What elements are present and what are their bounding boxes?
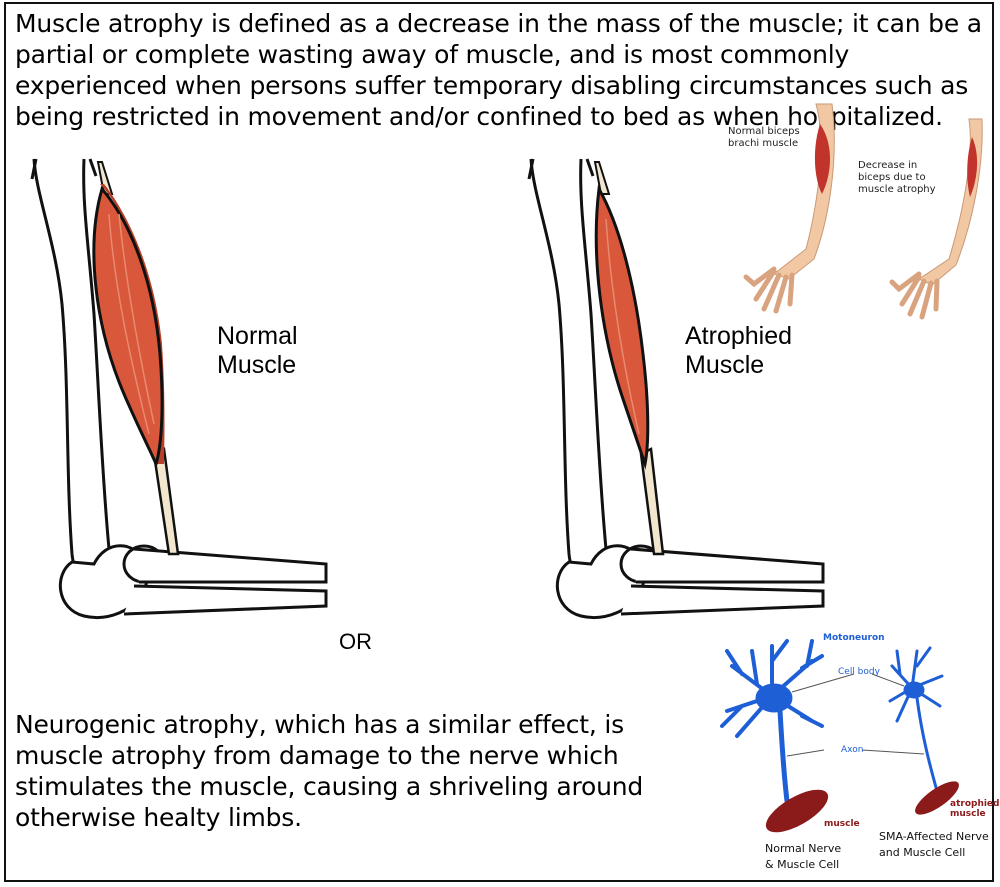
neurogenic-paragraph: Neurogenic atrophy, which has a similar …	[15, 710, 644, 832]
sma-nerve-caption-line1: SMA-Affected Nerve	[879, 830, 989, 843]
atrophied-muscle-label-line2: Muscle	[685, 351, 765, 379]
arm-comparison-photo	[743, 103, 983, 320]
sma-nerve-caption-line2: and Muscle Cell	[879, 846, 966, 859]
atrophy-biceps-caption-line1: Decrease in	[858, 160, 918, 171]
atrophied-muscle-small-line1: atrophied	[950, 799, 1000, 809]
axon-label: Axon	[841, 745, 864, 755]
atrophy-biceps-caption-line3: muscle atrophy	[858, 184, 936, 195]
atrophied-muscle-label: Atrophied Muscle	[685, 322, 792, 380]
normal-muscle-label-line1: Normal	[217, 322, 298, 350]
normal-nerve-caption-line2: & Muscle Cell	[765, 858, 840, 871]
normal-arm-illustration	[30, 158, 328, 619]
normal-nerve-caption-line1: Normal Nerve	[765, 842, 842, 855]
normal-biceps-caption-line2: brachi muscle	[728, 138, 799, 149]
normal-biceps-caption: Normal biceps brachi muscle	[728, 126, 800, 150]
atrophied-arm-illustration	[527, 158, 825, 619]
intro-paragraph: Muscle atrophy is defined as a decrease …	[15, 9, 982, 131]
normal-neuron	[720, 639, 824, 804]
normal-muscle-label-line2: Muscle	[217, 351, 297, 379]
sma-neuron	[888, 646, 944, 793]
muscle-label: muscle	[824, 819, 860, 829]
atrophy-biceps-caption-line2: biceps due to	[858, 172, 926, 183]
cell-body-label: Cell body	[838, 667, 880, 677]
nerve-diagram	[720, 639, 959, 833]
figure-frame: Muscle atrophy is defined as a decrease …	[4, 2, 999, 882]
atrophy-biceps-caption: Decrease in biceps due to muscle atrophy	[858, 160, 936, 196]
normal-nerve-caption: Normal Nerve & Muscle Cell	[765, 841, 841, 873]
or-label: OR	[339, 629, 372, 654]
atrophied-muscle-label-line1: Atrophied	[685, 322, 793, 350]
atrophied-muscle-label-small: atrophied muscle	[950, 799, 999, 819]
atrophied-muscle-small-line2: muscle	[950, 809, 986, 819]
sma-nerve-caption: SMA-Affected Nerve and Muscle Cell	[879, 829, 989, 861]
motoneuron-label: Motoneuron	[823, 633, 885, 643]
normal-muscle-label: Normal Muscle	[217, 322, 298, 380]
normal-biceps-caption-line1: Normal biceps	[728, 126, 800, 137]
